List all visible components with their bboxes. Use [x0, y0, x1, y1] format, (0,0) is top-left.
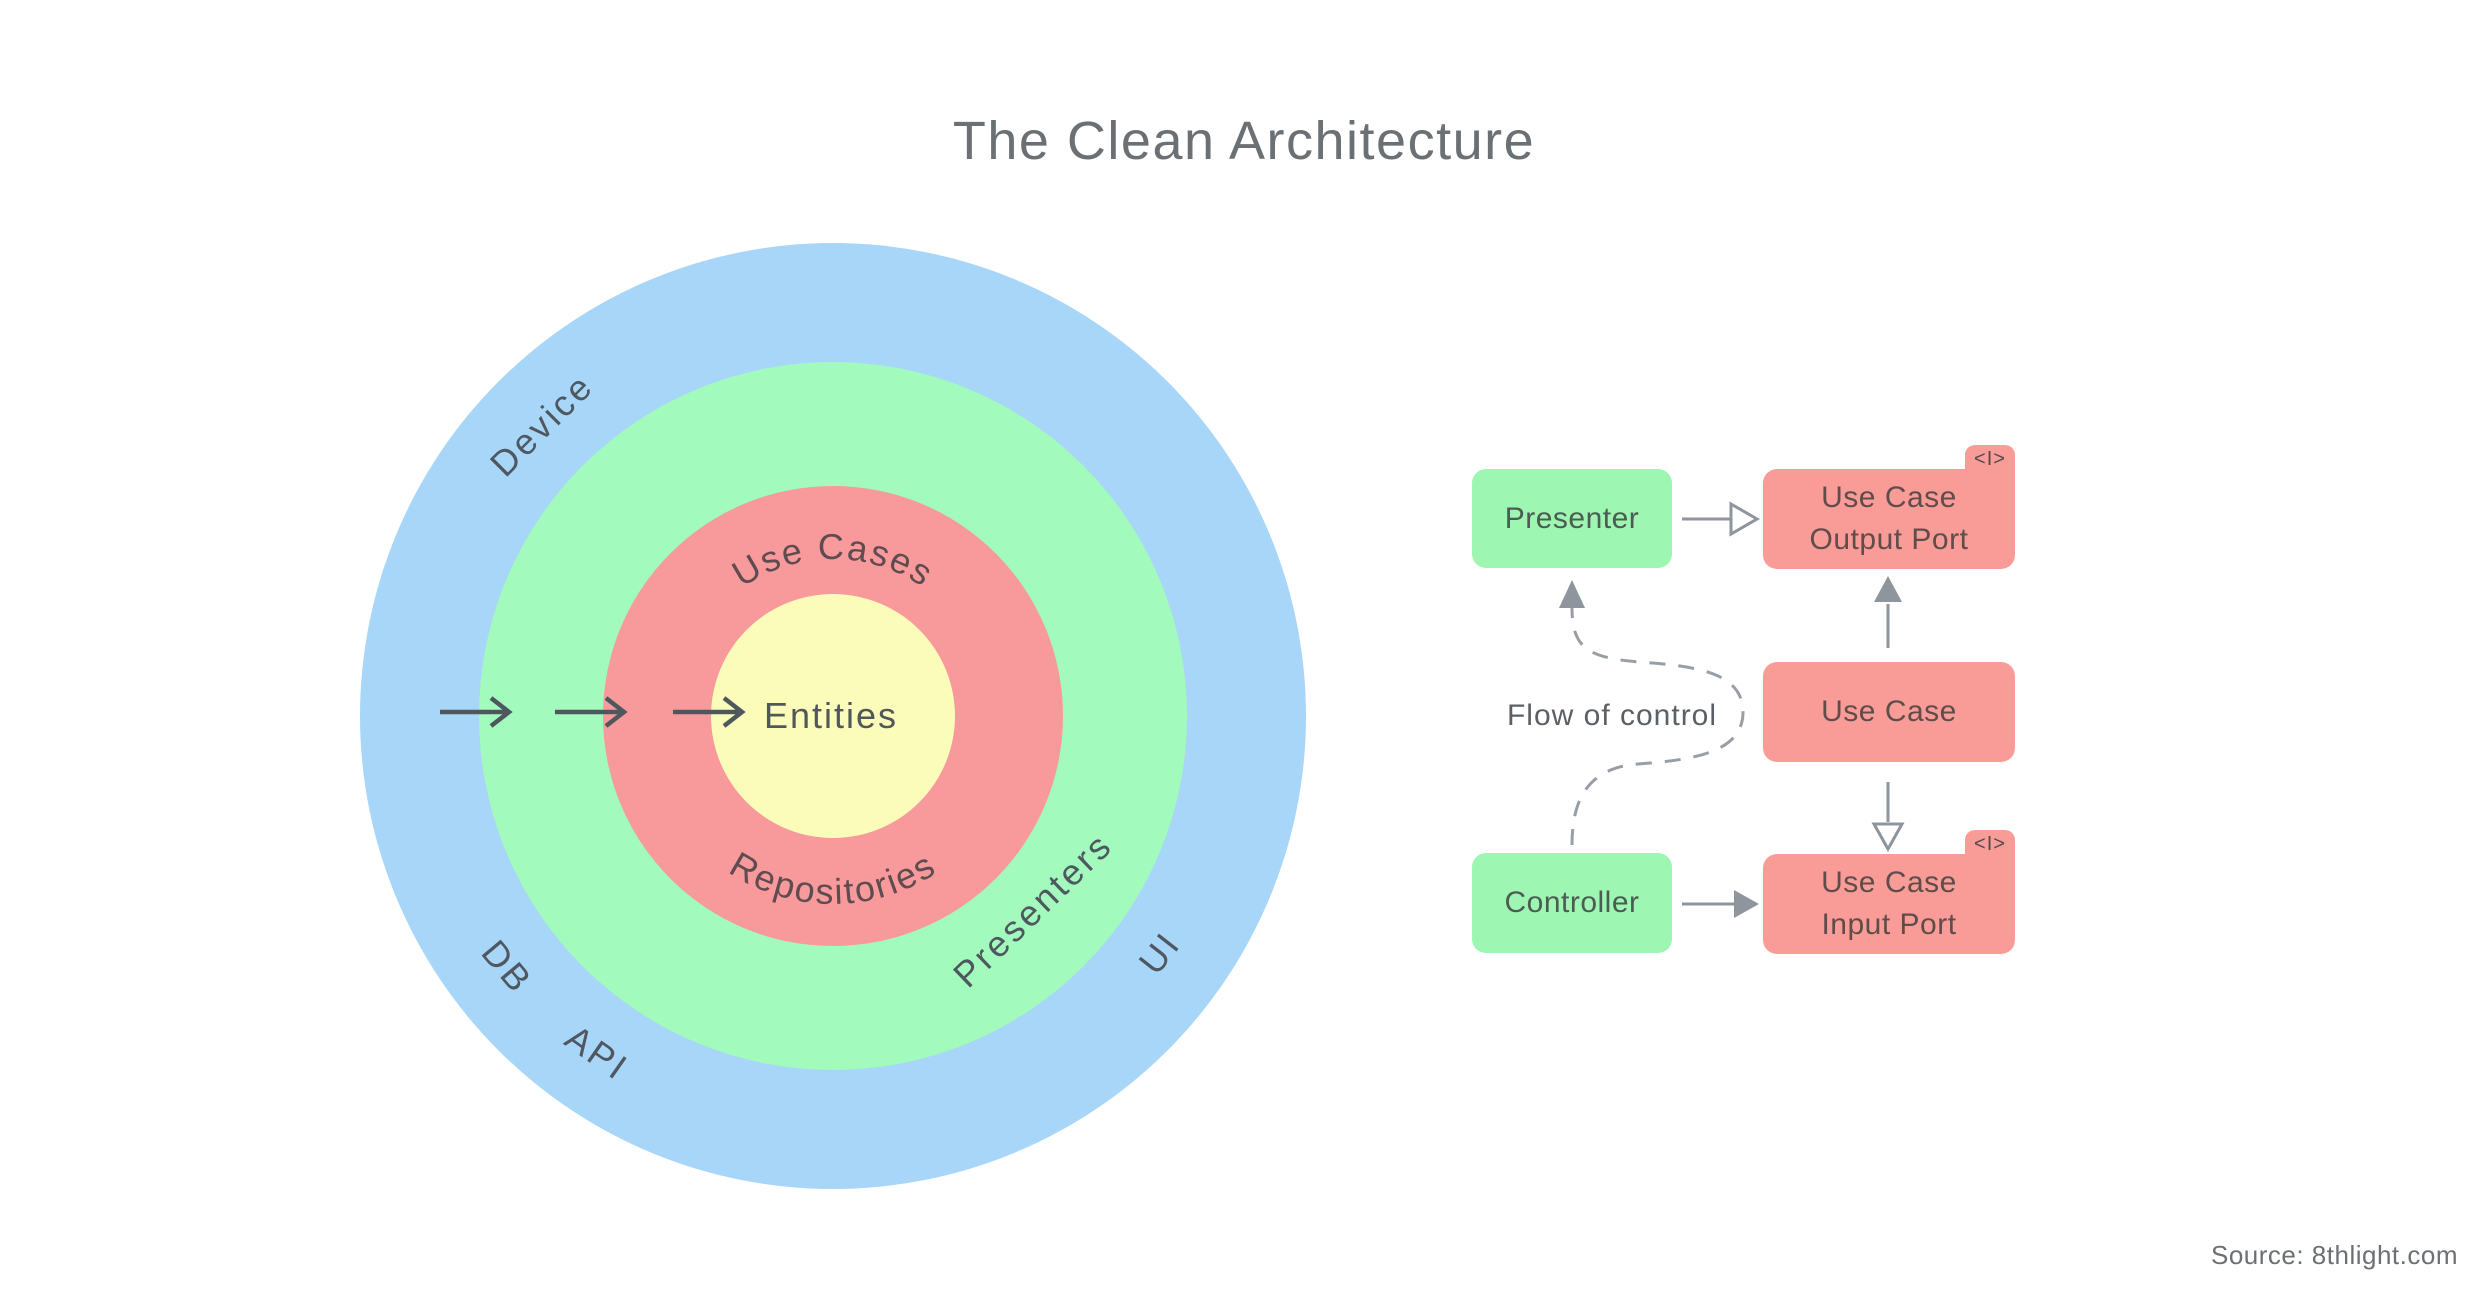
interface-tag-label: <I> — [1974, 448, 2006, 470]
solid-arrowhead-up-icon — [1559, 580, 1585, 608]
interface-tag-label: <I> — [1974, 833, 2006, 855]
controller-box: Controller — [1472, 853, 1672, 953]
output-port-label-line1: Use Case — [1821, 481, 1957, 514]
flow-of-control-label: Flow of control — [1506, 699, 1718, 732]
ring-entities-yellow — [711, 594, 955, 838]
input-port-label-line2: Input Port — [1821, 908, 1957, 941]
output-port-label-line2: Output Port — [1809, 523, 1969, 556]
presenter-box: Presenter — [1472, 469, 1672, 568]
inward-arrow-1 — [440, 696, 513, 728]
page-title: The Clean Architecture — [952, 111, 1536, 171]
open-arrowhead-right-icon — [1729, 501, 1761, 537]
interface-tag-output: <I> — [1965, 445, 2015, 493]
source-note: Source: 8thlight.com — [2210, 1240, 2458, 1270]
architecture-rings — [360, 243, 1306, 1189]
inward-arrow-3 — [673, 696, 746, 728]
interface-tag-input: <I> — [1965, 830, 2015, 878]
use-case-box-label: Use Case — [1821, 695, 1957, 728]
controller-to-input-arrow — [1682, 890, 1759, 918]
input-port-label-line1: Use Case — [1821, 866, 1957, 899]
use-case-output-port-box: Use Case Output Port — [1763, 469, 2015, 569]
inward-arrows — [440, 696, 746, 728]
usecase-to-output-arrow — [1874, 576, 1902, 648]
use-case-box: Use Case — [1763, 662, 2015, 762]
flow-arrows — [1559, 501, 1905, 918]
inward-arrow-2 — [555, 696, 628, 728]
presenter-box-label: Presenter — [1504, 501, 1640, 535]
label-entities: Entities — [764, 695, 898, 736]
solid-arrowhead-up-icon — [1874, 576, 1902, 602]
controller-box-label: Controller — [1504, 886, 1640, 919]
presenter-to-output-arrow — [1682, 501, 1761, 537]
solid-arrowhead-right-icon — [1734, 890, 1759, 918]
open-arrowhead-down-icon — [1871, 822, 1905, 853]
flow-of-control-dashed-arrow — [1559, 580, 1745, 846]
usecase-to-input-arrow — [1871, 782, 1905, 853]
